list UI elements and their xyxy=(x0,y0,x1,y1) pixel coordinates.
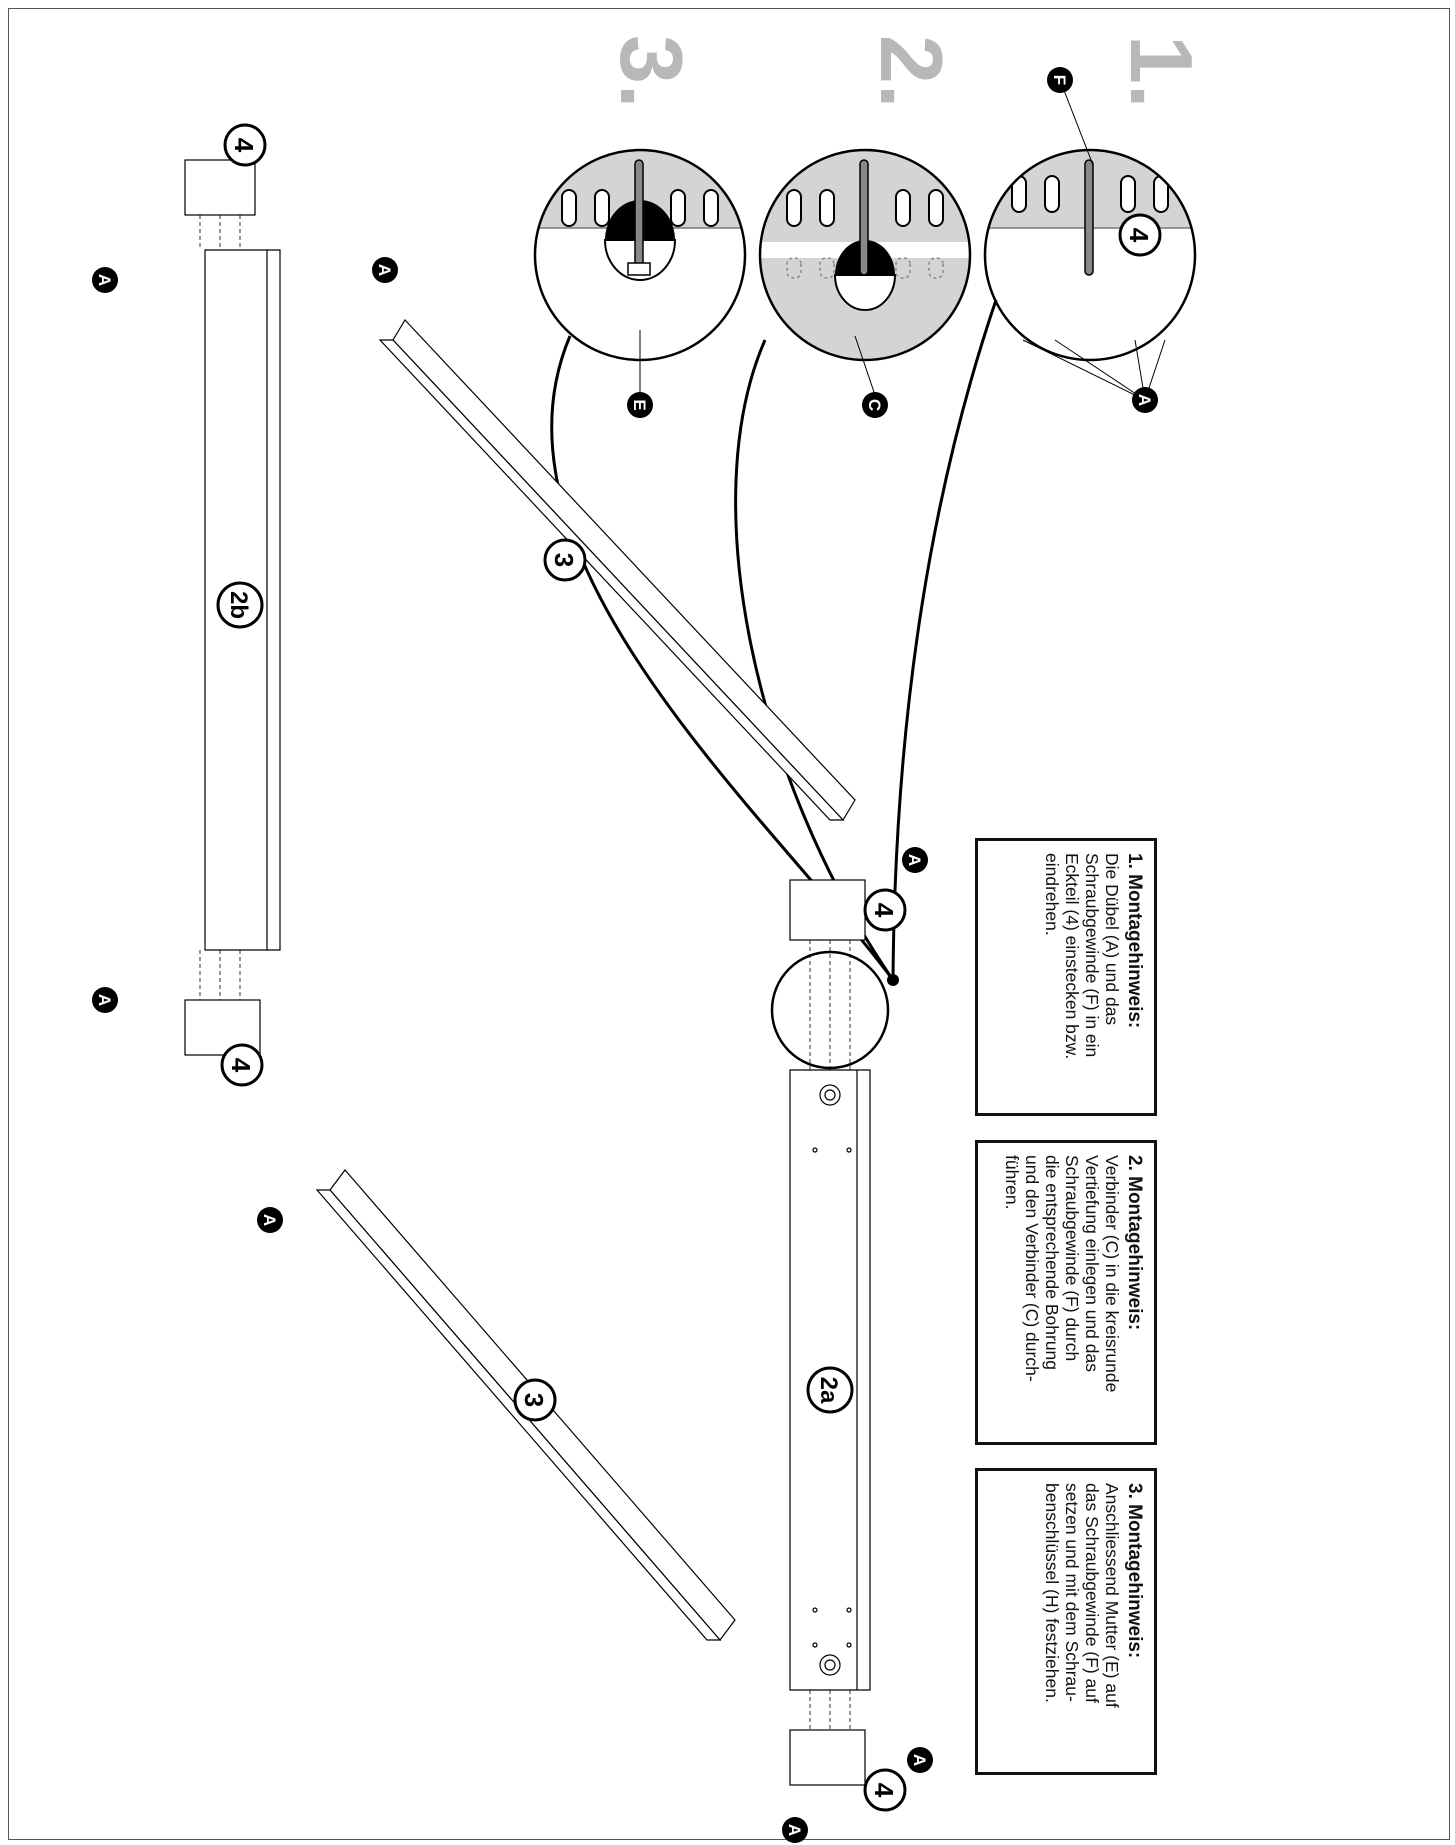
corner-blocks xyxy=(184,159,866,1786)
detail-circle-1 xyxy=(983,148,1197,362)
badge-cross-rail-top: 3 xyxy=(549,553,579,567)
callout-e: E xyxy=(630,399,649,410)
letter-callouts: A F C E A A A A A A A xyxy=(92,67,1158,1843)
page-frame xyxy=(8,8,1450,1840)
callout-a-3: A xyxy=(95,274,114,286)
callout-a-4: A xyxy=(95,994,114,1006)
badge-cross-rail-bottom: 3 xyxy=(519,1393,549,1407)
badge-rail-2b: 2b xyxy=(225,591,252,619)
callout-a-6: A xyxy=(905,854,924,866)
joint-magnifier-circle xyxy=(770,950,890,1070)
part-badges: 4 4 4 4 4 2a 2b 3 3 xyxy=(216,123,1162,1812)
badge-corner-detail: 4 xyxy=(1124,228,1154,243)
callout-a-7: A xyxy=(910,1754,929,1766)
badge-corner-end: 4 xyxy=(869,1783,899,1798)
detail-circle-2 xyxy=(758,148,972,362)
cross-rail-3-top xyxy=(378,319,856,821)
callout-f: F xyxy=(1050,75,1069,85)
detail-circle-3 xyxy=(533,148,747,362)
badge-corner-joint: 4 xyxy=(869,903,899,918)
badge-corner-mid: 4 xyxy=(226,1058,256,1073)
badge-corner-top: 4 xyxy=(229,138,259,153)
callout-a-8: A xyxy=(785,1824,804,1836)
callout-c: C xyxy=(865,399,884,411)
callout-a-1: A xyxy=(1135,394,1154,406)
callout-a-5: A xyxy=(260,1214,279,1226)
badge-rail-2a: 2a xyxy=(815,1377,842,1404)
callout-a-2: A xyxy=(375,264,394,276)
